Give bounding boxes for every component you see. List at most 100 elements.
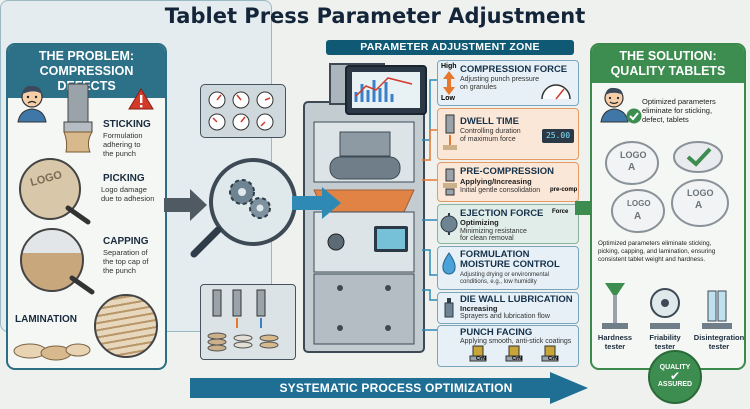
hardness-tester-icon: [602, 283, 628, 329]
row-line: on granules: [460, 84, 497, 91]
check-icon: ✔: [669, 369, 681, 383]
row-bold: Applying/Increasing: [460, 177, 532, 186]
coated-punch-icon: [505, 345, 523, 362]
crn-tag: CrN: [548, 356, 559, 362]
row-line: Minimizing resistance: [460, 228, 527, 235]
force-tag: Force: [552, 209, 569, 215]
gauge-icon: [541, 84, 571, 100]
capping-magnifier: [20, 228, 84, 292]
crn-tag: CrN: [476, 356, 487, 362]
crn-tag: CrN: [512, 356, 523, 362]
row-line: Controlling duration: [460, 128, 521, 135]
row-title-line1: FORMULATION: [460, 249, 530, 260]
param-row-punch-facing[interactable]: PUNCH FACING Applying smooth, anti-stick…: [437, 325, 579, 367]
param-row-ejection-force[interactable]: EJECTION FORCE Optimizing Minimizing res…: [437, 204, 579, 244]
tablet-logo-text: LOGO: [687, 188, 714, 198]
humidity-icon: [442, 252, 456, 275]
quality-assured-stamp: QUALITY ✔ ASSURED: [648, 350, 702, 404]
solution-text-2: Optimized parameters eliminate sticking,…: [598, 240, 740, 264]
tester-label-hardness: Hardness tester: [592, 333, 638, 351]
sol-line: Optimized parameters eliminate sticking,: [598, 240, 712, 247]
check-badge-icon: [626, 108, 642, 124]
tester-line: tester: [654, 341, 676, 351]
tester-label-friability: Friability tester: [641, 333, 689, 351]
param-row-pre-compression[interactable]: PRE-COMPRESSION Applying/Increasing Init…: [437, 162, 579, 202]
lamination-magnifier: [94, 294, 158, 358]
bottom-label: SYSTEMATIC PROCESS OPTIMIZATION: [279, 381, 513, 395]
param-row-dwell-time[interactable]: DWELL TIME Controlling duration of maxim…: [437, 108, 579, 160]
row-bold: Increasing: [460, 304, 498, 313]
param-row-compression-force[interactable]: High Low COMPRESSION FORCE Adjusting pun…: [437, 60, 579, 106]
dials-icon[interactable]: [205, 90, 281, 132]
gears-icon: [229, 179, 271, 219]
punches-dies-icon: [207, 289, 279, 352]
worried-person-icon: [17, 85, 47, 123]
row-title-line2: MOISTURE CONTROL: [460, 259, 560, 270]
connector-lines: [422, 79, 438, 331]
flow-arrow-icon: [164, 189, 207, 221]
defect-capping-desc: Separation of the top cap of the punch: [103, 248, 148, 275]
desc-line: Logo damage: [101, 185, 147, 194]
tester-line: tester: [604, 341, 626, 351]
punch-sticking-illustration: [63, 83, 93, 153]
tester-label-disintegration: Disintegration tester: [692, 333, 746, 351]
defect-picking-desc: Logo damage due to adhesion: [101, 185, 154, 203]
coated-punch-icon: [541, 345, 559, 362]
row-line: of maximum force: [460, 136, 516, 143]
desc-line: the top cap of: [103, 257, 149, 266]
param-row-moisture-control[interactable]: FORMULATION MOISTURE CONTROL Adjusting d…: [437, 246, 579, 290]
sol-line: Optimized parameters: [642, 97, 716, 106]
desc-line: Separation of: [103, 248, 148, 257]
row-line: Initial gentle consolidation: [460, 187, 541, 194]
row-line: Adjusting drying or environmental: [460, 272, 550, 278]
desc-line: the punch: [103, 266, 136, 275]
defect-lamination-name: LAMINATION: [15, 314, 78, 325]
row-line: Adjusting punch pressure: [460, 76, 539, 83]
punch-icon: [443, 114, 457, 150]
row-bold: Optimizing: [460, 218, 499, 227]
tester-line: Disintegration: [693, 333, 745, 342]
row-title: PUNCH FACING: [460, 327, 533, 338]
tablet-logo-text: LOGO: [627, 199, 651, 208]
tablet-letter: A: [628, 162, 636, 173]
sol-line: consistent tablet weight and hardness.: [598, 256, 706, 263]
sol-line: eliminate for sticking,: [642, 106, 713, 115]
desc-line: due to adhesion: [101, 194, 155, 203]
desc-line: Formulation: [103, 131, 143, 140]
row-line: Sprayers and lubrication flow: [460, 313, 550, 320]
desc-line: adhering to: [103, 140, 141, 149]
happy-person-icon: [600, 87, 629, 123]
magnifier-handle-icon: [65, 205, 91, 225]
sol-line: defect, tablets: [642, 115, 689, 124]
high-label: High: [441, 63, 457, 70]
param-row-die-wall-lubrication[interactable]: DIE WALL LUBRICATION Increasing Sprayers…: [437, 292, 579, 324]
warning-icon: [128, 88, 154, 110]
tester-line: Friability: [649, 333, 681, 342]
tester-line: tester: [708, 341, 730, 351]
low-label: Low: [441, 95, 455, 102]
tablet-press-machine-icon: [303, 63, 427, 353]
row-title: DIE WALL LUBRICATION: [460, 294, 573, 305]
row-title: PRE-COMPRESSION: [460, 166, 554, 177]
input-arrow-icon: [292, 187, 341, 219]
pre-compression-icon: [443, 168, 457, 196]
zone-heading: PARAMETER ADJUSTMENT ZONE: [326, 40, 574, 55]
magnifier-handle-icon: [190, 226, 222, 258]
desc-line: the punch: [103, 149, 136, 158]
row-title: EJECTION FORCE: [460, 208, 544, 219]
stamp-line: ASSURED: [657, 381, 693, 388]
solution-text-1: Optimized parameters eliminate for stick…: [642, 97, 716, 124]
timer-display: 25.00: [542, 129, 574, 143]
quality-tablets-icon: [605, 141, 729, 233]
tablet-letter: A: [695, 200, 703, 211]
tester-line: Hardness: [597, 333, 633, 342]
row-line: conditions, e.g., low humidity: [460, 279, 537, 285]
defect-sticking-desc: Formulation adhering to the punch: [103, 131, 143, 158]
row-line: Applying smooth, anti-stick coatings: [460, 338, 572, 345]
tablets-pile-icon: [13, 343, 91, 361]
tablet-letter: A: [634, 211, 642, 222]
row-title: DWELL TIME: [460, 116, 519, 127]
pre-comp-tag: pre-comp: [550, 187, 578, 193]
defect-capping-name: CAPPING: [103, 236, 149, 247]
coated-punch-icon: [469, 345, 487, 362]
